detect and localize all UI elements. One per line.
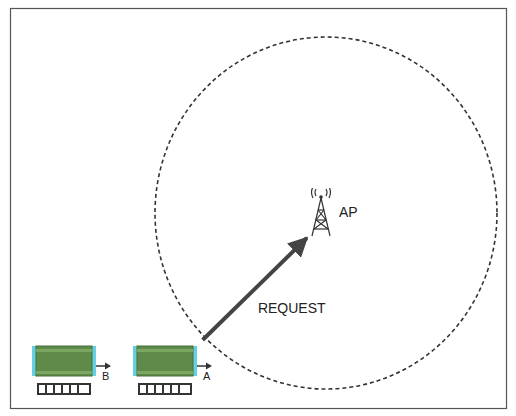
train-car-node: A [131, 340, 215, 398]
train-car [131, 340, 215, 398]
car-label: B [102, 370, 109, 382]
coverage-range [155, 37, 497, 389]
access-point: AP [304, 188, 361, 238]
request-arrow [203, 238, 307, 340]
train-car-node: B [30, 340, 114, 398]
ap-label: AP [339, 204, 358, 220]
train-car [30, 340, 114, 398]
frame-border [11, 9, 507, 409]
antenna-tower [304, 188, 338, 238]
car-label: A [203, 370, 210, 382]
edge-label: REQUEST [256, 300, 328, 316]
